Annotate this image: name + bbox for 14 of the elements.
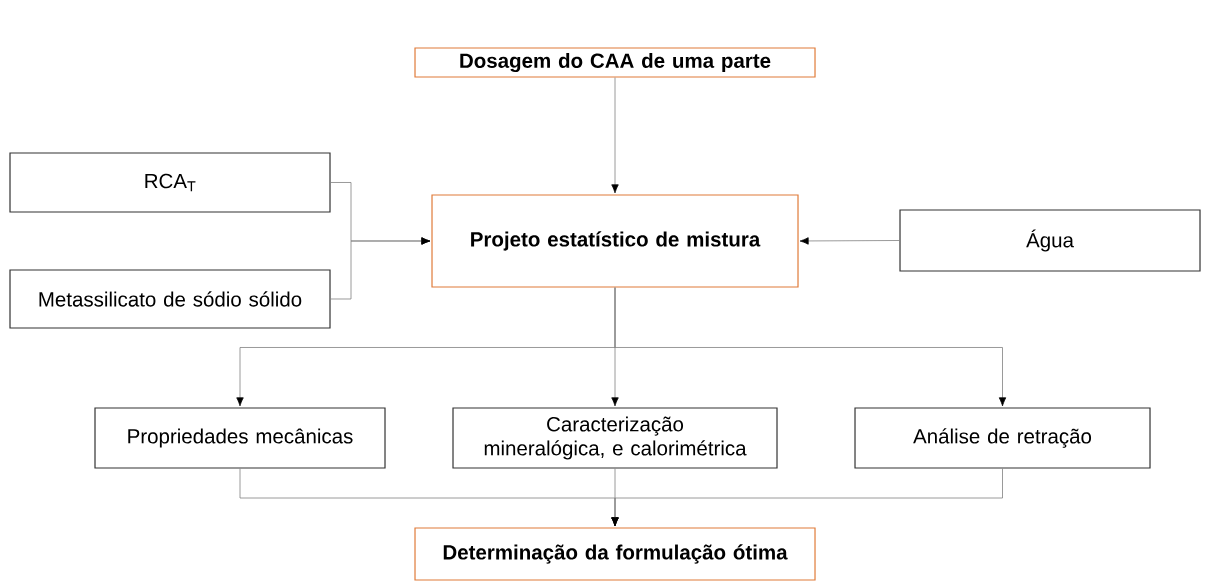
input-box: Metassilicato de sódio sólido <box>9 269 331 329</box>
arrow <box>330 237 431 300</box>
step-box: Dosagem do CAA de uma parte <box>414 47 816 78</box>
arrow <box>799 237 900 245</box>
arrow <box>614 287 1007 407</box>
arrow <box>611 468 1003 527</box>
step-box: Projeto estatístico de mistura <box>431 194 799 288</box>
input-box: RCA$_{T}$ <box>9 152 331 213</box>
input-box: Análise de retração <box>854 407 1151 469</box>
input-box: Propriedades mecânicas <box>94 407 386 469</box>
arrow <box>611 77 619 194</box>
input-box: Caracterização mineralógica, e calorimétrica <box>452 407 778 469</box>
input-box: Água <box>899 209 1201 272</box>
step-box: Determinação da formulação ótima <box>414 527 816 581</box>
